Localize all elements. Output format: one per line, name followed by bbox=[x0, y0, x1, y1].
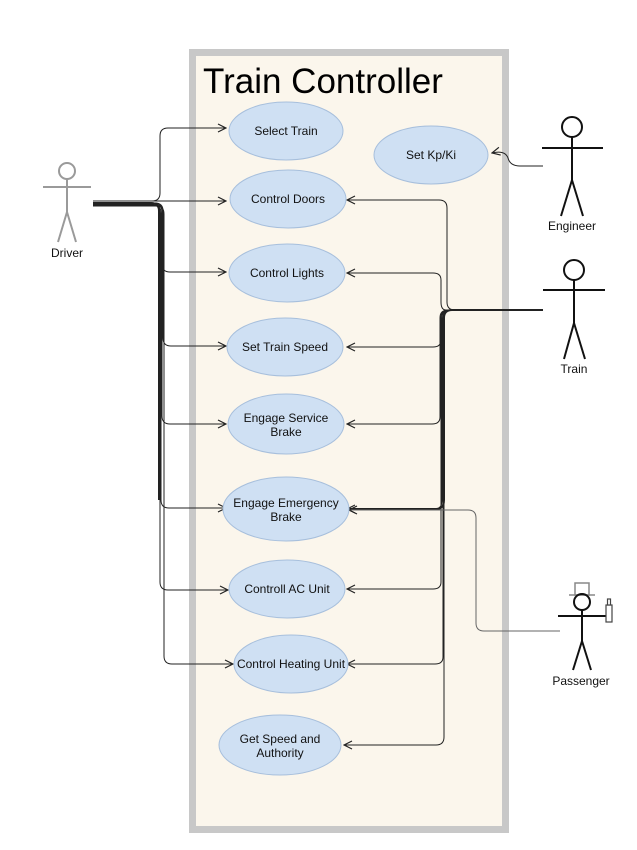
use-case-set-kp-ki[interactable]: Set Kp/Ki bbox=[373, 125, 489, 185]
use-case-control-lights[interactable]: Control Lights bbox=[228, 243, 346, 303]
use-case-label: Control Heating Unit bbox=[237, 657, 346, 671]
bottle-icon bbox=[605, 598, 613, 623]
use-case-get-speed-authority[interactable]: Get Speed and Authority bbox=[218, 714, 342, 776]
use-case-label: Set Kp/Ki bbox=[406, 148, 456, 162]
use-case-label-line-2: Authority bbox=[256, 746, 303, 760]
actor-engineer[interactable] bbox=[542, 116, 603, 217]
use-case-label-line-2: Brake bbox=[270, 425, 302, 439]
use-case-select-train[interactable]: Select Train bbox=[228, 101, 344, 161]
use-case-control-ac-unit[interactable]: Controll AC Unit bbox=[228, 559, 346, 619]
passenger-head-icon bbox=[573, 593, 591, 611]
actor-label-engineer: Engineer bbox=[548, 219, 596, 233]
use-case-label-line-1: Engage Emergency bbox=[233, 496, 338, 510]
engineer-head-icon bbox=[561, 116, 583, 138]
use-case-label: Controll AC Unit bbox=[244, 582, 330, 596]
use-case-set-train-speed[interactable]: Set Train Speed bbox=[226, 317, 344, 377]
engineer-association bbox=[492, 152, 543, 167]
driver-head-icon bbox=[58, 162, 76, 180]
use-case-label: Control Doors bbox=[251, 192, 325, 206]
use-case-label-line-1: Get Speed and bbox=[240, 732, 321, 746]
actor-passenger[interactable] bbox=[558, 582, 613, 671]
driver-trunk bbox=[93, 202, 160, 500]
system-title: Train Controller bbox=[203, 62, 443, 101]
use-case-label: Select Train bbox=[254, 124, 317, 138]
passenger-association bbox=[349, 510, 560, 632]
actor-train[interactable] bbox=[543, 259, 605, 360]
actor-label-driver: Driver bbox=[51, 246, 83, 260]
use-case-engage-service-brake[interactable]: Engage Service Brake bbox=[227, 393, 345, 455]
train-trunk bbox=[349, 309, 543, 510]
use-case-control-heating-unit[interactable]: Control Heating Unit bbox=[233, 634, 349, 694]
use-case-label-line-2: Brake bbox=[270, 510, 302, 524]
use-case-label-line-1: Engage Service bbox=[244, 411, 329, 425]
use-case-label: Control Lights bbox=[250, 266, 324, 280]
actor-label-train: Train bbox=[561, 362, 588, 376]
use-case-control-doors[interactable]: Control Doors bbox=[229, 169, 347, 229]
use-case-label: Set Train Speed bbox=[242, 340, 328, 354]
actor-label-passenger: Passenger bbox=[552, 674, 609, 688]
actor-driver[interactable] bbox=[43, 162, 91, 243]
train-head-icon bbox=[563, 259, 585, 281]
use-case-engage-emergency-brake[interactable]: Engage Emergency Brake bbox=[222, 476, 350, 542]
